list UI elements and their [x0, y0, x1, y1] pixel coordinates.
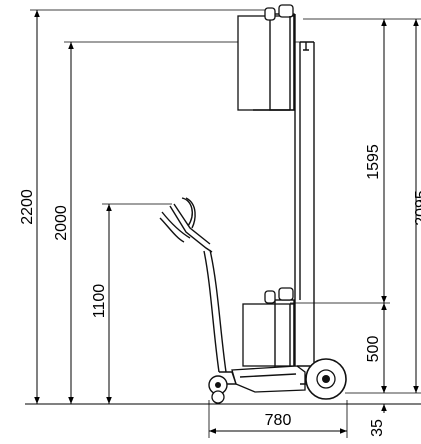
dim-35: 35 — [369, 385, 387, 437]
label-500: 500 — [365, 336, 382, 363]
upper-box — [237, 4, 295, 111]
caster-wheel — [208, 371, 237, 404]
label-1100: 1100 — [91, 284, 108, 319]
label-2000: 2000 — [53, 205, 70, 241]
label-2095: 2095 — [413, 190, 421, 226]
label-2200: 2200 — [19, 189, 36, 225]
main-wheel — [305, 358, 347, 400]
label-35: 35 — [369, 419, 386, 437]
dim-2095: 2095 — [390, 18, 421, 394]
dim-1595: 1595 — [290, 18, 390, 304]
dim-500: 500 — [345, 303, 390, 394]
mast — [294, 14, 315, 384]
dim-2200: 2200 — [19, 9, 265, 404]
cart-drawing — [159, 4, 347, 404]
label-780: 780 — [265, 412, 292, 429]
label-1595: 1595 — [365, 144, 382, 180]
lower-box — [242, 287, 295, 369]
handle — [159, 197, 227, 373]
dim-780: 780 — [208, 400, 348, 438]
dim-1100: 1100 — [91, 203, 172, 404]
